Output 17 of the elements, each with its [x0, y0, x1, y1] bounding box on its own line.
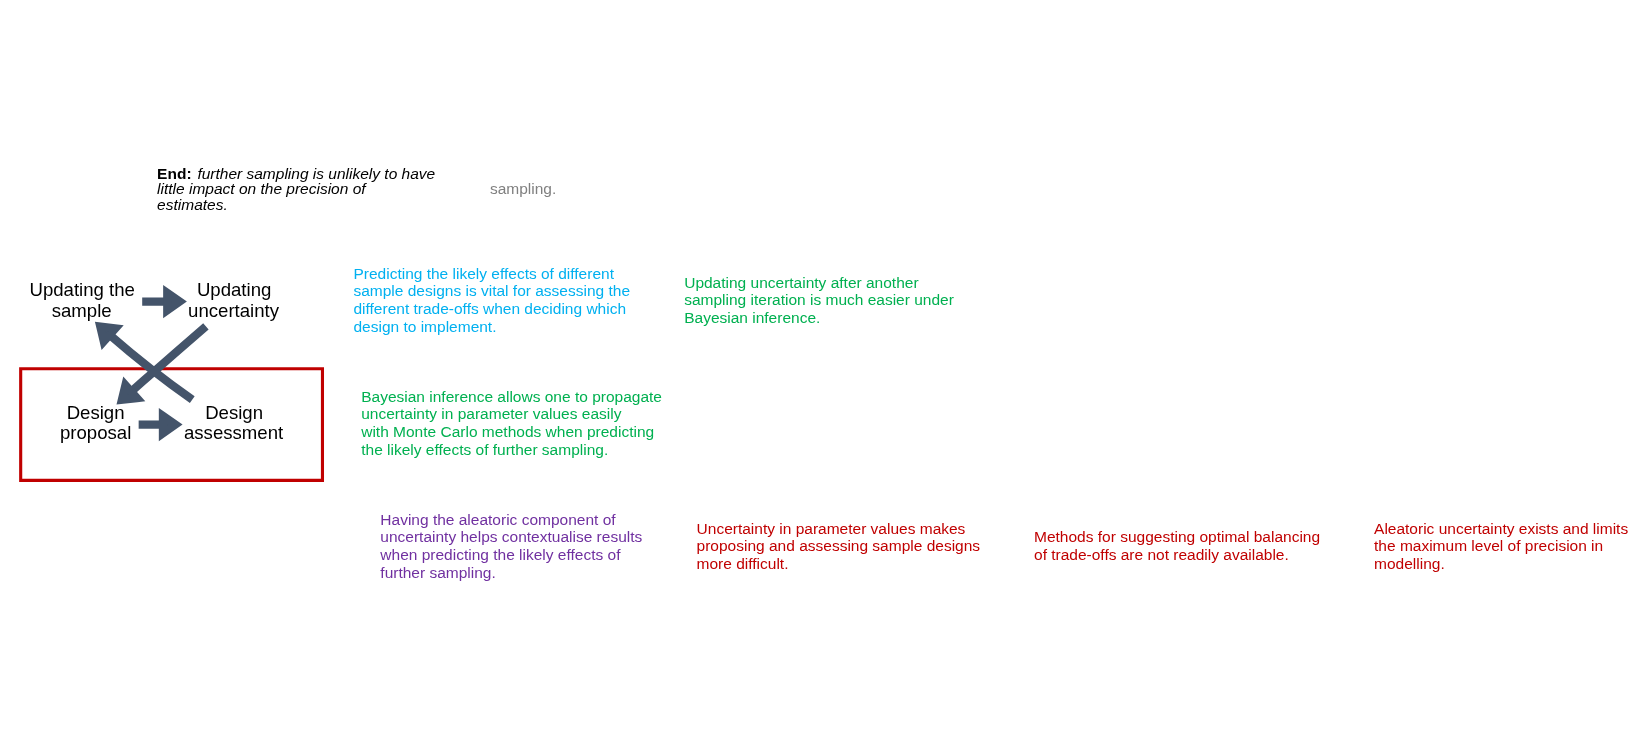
node-text: Design proposal: [59, 401, 132, 443]
arrow: [142, 284, 187, 318]
label: Updating uncertainty after another sampling iteration is much easier under Bayesian inference.: [684, 273, 954, 326]
node-text: Design assessment: [183, 401, 284, 443]
label: Bayesian inference allows one to propagate uncertainty in parameter values easily with Monte Carlo methods when predicting the likely effects of further sampling.: [361, 387, 662, 458]
label: Uncertainty in parameter values makes proposing and assessing sample designs more difficult.: [696, 519, 981, 572]
label: Having the aleatoric component of uncertainty helps contextualise results when predicting the likely effects of further sampling.: [380, 510, 643, 581]
node-text: Updating uncertainty: [188, 278, 280, 320]
label: Methods for suggesting optimal balancing of trade-offs are not readily available.: [1034, 527, 1321, 563]
arrow: [116, 322, 209, 405]
label: Predicting the likely effects of different sample designs is vital for assessing the different trade-offs when deciding which design to implement.: [353, 264, 631, 335]
label: End: further sampling is unlikely to have little impact on the precision of estimates.: [157, 164, 436, 213]
node-text: Updating the sample: [29, 278, 135, 320]
cluster: [19, 366, 324, 482]
label: sampling.: [489, 179, 557, 197]
arrow: [138, 407, 183, 441]
label: Aleatoric uncertainty exists and limits the maximum level of precision in modelling.: [1374, 519, 1629, 572]
